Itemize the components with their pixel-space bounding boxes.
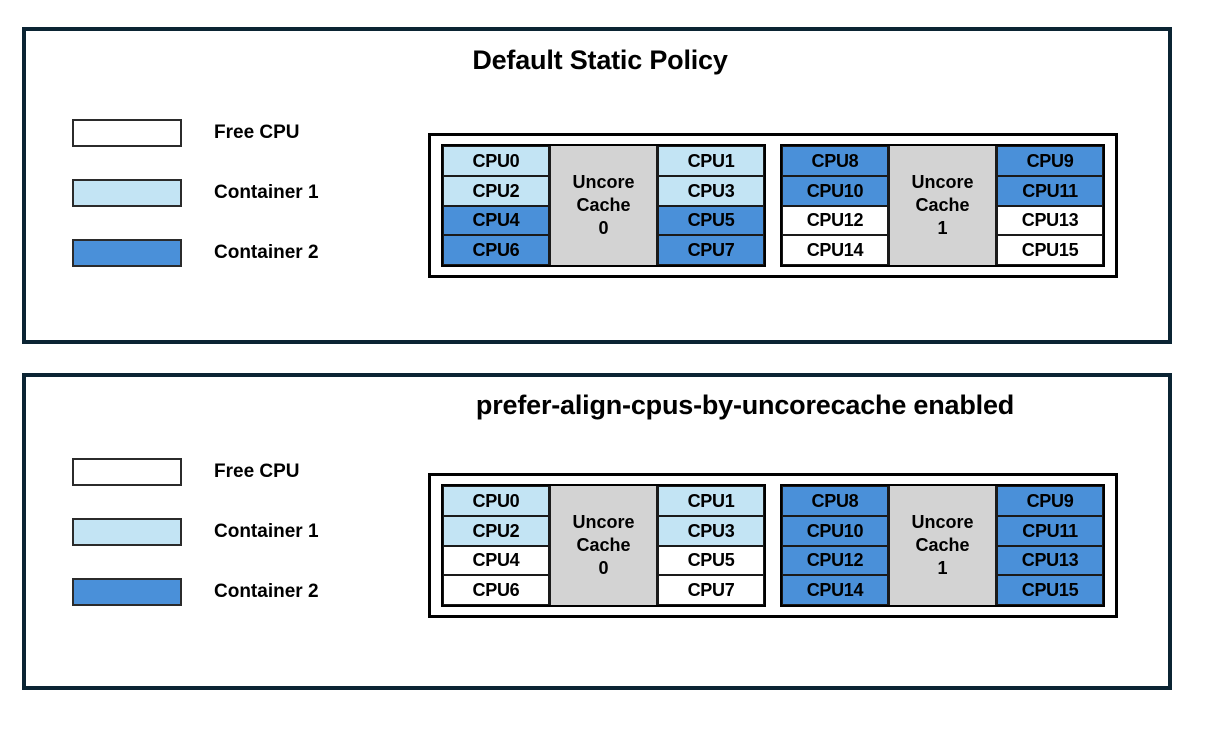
cpu-cell[interactable]: CPU14 — [782, 575, 888, 605]
legend-swatch-container-2 — [72, 239, 182, 267]
legend-label-free-cpu: Free CPU — [214, 122, 300, 143]
uncore-cache-block: Uncore Cache 0 — [548, 486, 659, 605]
cpu-cell[interactable]: CPU10 — [782, 515, 888, 546]
cpu-cell[interactable]: CPU12 — [782, 545, 888, 576]
uncore-cache-group-0: CPU0 CPU2 CPU4 CPU6 Uncore Cache 0 CPU1 … — [441, 144, 766, 267]
page-title-prefer-align-cpus-by-uncorecache: prefer-align-cpus-by-uncorecache enabled — [475, 390, 1015, 420]
cpu-column-right: CPU1 CPU3 CPU5 CPU7 — [658, 146, 764, 265]
legend-label-free-cpu: Free CPU — [214, 461, 300, 482]
legend-item-container-2: Container 2 — [72, 562, 319, 622]
cpu-column-right: CPU9 CPU11 CPU13 CPU15 — [997, 486, 1103, 605]
cpu-cell[interactable]: CPU4 — [443, 205, 549, 236]
cpu-cell[interactable]: CPU15 — [997, 235, 1103, 265]
cpu-cell[interactable]: CPU15 — [997, 575, 1103, 605]
cpu-cell[interactable]: CPU4 — [443, 545, 549, 576]
cpu-column-right: CPU1 CPU3 CPU5 CPU7 — [658, 486, 764, 605]
cpu-cell[interactable]: CPU9 — [997, 486, 1103, 516]
legend-label-container-2: Container 2 — [214, 581, 319, 602]
legend-label-container-1: Container 1 — [214, 182, 319, 203]
cpu-topology-diagram-default: CPU0 CPU2 CPU4 CPU6 Uncore Cache 0 CPU1 … — [428, 133, 1118, 278]
uncore-cache-line-2: Cache — [915, 534, 970, 555]
cpu-cell[interactable]: CPU0 — [443, 146, 549, 176]
uncore-cache-line-2: Cache — [576, 534, 631, 555]
uncore-cache-index: 1 — [937, 218, 948, 239]
cpu-column-left: CPU0 CPU2 CPU4 CPU6 — [443, 486, 549, 605]
cpu-cell[interactable]: CPU13 — [997, 545, 1103, 576]
cpu-cell[interactable]: CPU5 — [658, 545, 764, 576]
legend-swatch-free-cpu — [72, 458, 182, 486]
cpu-column-left: CPU8 CPU10 CPU12 CPU14 — [782, 146, 888, 265]
cpu-cell[interactable]: CPU2 — [443, 515, 549, 546]
uncore-cache-index: 0 — [598, 218, 609, 239]
legend-item-container-1: Container 1 — [72, 163, 319, 223]
cpu-cell[interactable]: CPU7 — [658, 575, 764, 605]
uncore-cache-line-1: Uncore — [572, 511, 635, 532]
cpu-cell[interactable]: CPU14 — [782, 235, 888, 265]
legend-swatch-container-1 — [72, 179, 182, 207]
legend-item-container-1: Container 1 — [72, 502, 319, 562]
uncore-cache-line-2: Cache — [576, 194, 631, 215]
cpu-cell[interactable]: CPU5 — [658, 205, 764, 236]
cpu-cell[interactable]: CPU3 — [658, 515, 764, 546]
uncore-cache-line-1: Uncore — [911, 511, 974, 532]
legend-item-free-cpu: Free CPU — [72, 442, 319, 502]
cpu-cell[interactable]: CPU11 — [997, 515, 1103, 546]
legend-label-container-2: Container 2 — [214, 242, 319, 263]
cpu-cell[interactable]: CPU8 — [782, 146, 888, 176]
legend-swatch-free-cpu — [72, 119, 182, 147]
cpu-column-right: CPU9 CPU11 CPU13 CPU15 — [997, 146, 1103, 265]
cpu-cell[interactable]: CPU8 — [782, 486, 888, 516]
cpu-cell[interactable]: CPU12 — [782, 205, 888, 236]
legend-label-container-1: Container 1 — [214, 521, 319, 542]
cpu-cell[interactable]: CPU7 — [658, 235, 764, 265]
uncore-cache-group-1: CPU8 CPU10 CPU12 CPU14 Uncore Cache 1 CP… — [780, 484, 1105, 607]
uncore-cache-block: Uncore Cache 1 — [887, 486, 998, 605]
legend-item-container-2: Container 2 — [72, 223, 319, 283]
legend-prefer-align-cpus-by-uncorecache: Free CPU Container 1 Container 2 — [72, 442, 319, 622]
cpu-topology-diagram-prefer-align: CPU0 CPU2 CPU4 CPU6 Uncore Cache 0 CPU1 … — [428, 473, 1118, 618]
uncore-cache-line-2: Cache — [915, 194, 970, 215]
cpu-cell[interactable]: CPU10 — [782, 175, 888, 206]
legend-item-free-cpu: Free CPU — [72, 103, 319, 163]
uncore-cache-line-1: Uncore — [911, 171, 974, 192]
cpu-column-left: CPU0 CPU2 CPU4 CPU6 — [443, 146, 549, 265]
cpu-cell[interactable]: CPU3 — [658, 175, 764, 206]
uncore-cache-block: Uncore Cache 0 — [548, 146, 659, 265]
cpu-cell[interactable]: CPU13 — [997, 205, 1103, 236]
uncore-cache-group-1: CPU8 CPU10 CPU12 CPU14 Uncore Cache 1 CP… — [780, 144, 1105, 267]
cpu-cell[interactable]: CPU2 — [443, 175, 549, 206]
cpu-cell[interactable]: CPU11 — [997, 175, 1103, 206]
uncore-cache-block: Uncore Cache 1 — [887, 146, 998, 265]
uncore-cache-index: 0 — [598, 558, 609, 579]
legend-swatch-container-1 — [72, 518, 182, 546]
cpu-cell[interactable]: CPU0 — [443, 486, 549, 516]
cpu-cell[interactable]: CPU6 — [443, 235, 549, 265]
cpu-cell[interactable]: CPU1 — [658, 146, 764, 176]
legend-default-static-policy: Free CPU Container 1 Container 2 — [72, 103, 319, 283]
cpu-cell[interactable]: CPU6 — [443, 575, 549, 605]
cpu-cell[interactable]: CPU9 — [997, 146, 1103, 176]
cpu-cell[interactable]: CPU1 — [658, 486, 764, 516]
uncore-cache-index: 1 — [937, 558, 948, 579]
uncore-cache-group-0: CPU0 CPU2 CPU4 CPU6 Uncore Cache 0 CPU1 … — [441, 484, 766, 607]
page-title-default-static-policy: Default Static Policy — [472, 45, 728, 75]
uncore-cache-line-1: Uncore — [572, 171, 635, 192]
cpu-column-left: CPU8 CPU10 CPU12 CPU14 — [782, 486, 888, 605]
legend-swatch-container-2 — [72, 578, 182, 606]
